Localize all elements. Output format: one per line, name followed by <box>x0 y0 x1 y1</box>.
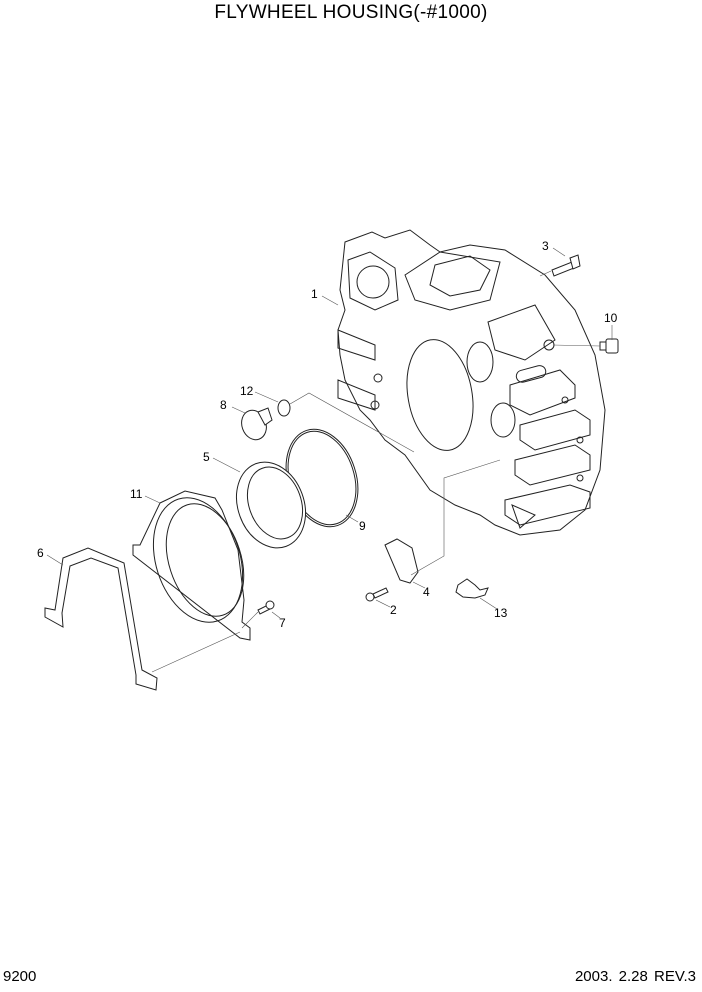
part-8-plug[interactable] <box>238 407 273 443</box>
callout-10: 10 <box>604 311 618 325</box>
callout-11: 11 <box>130 487 143 501</box>
part-1-flywheel-housing[interactable] <box>337 229 606 536</box>
callout-12: 12 <box>240 384 254 398</box>
part-7-bolt[interactable] <box>257 600 275 615</box>
callout-4: 4 <box>423 585 430 599</box>
callout-1: 1 <box>311 287 318 301</box>
callout-7: 7 <box>279 616 286 630</box>
part-10-plug[interactable] <box>599 338 619 354</box>
part-11-seal-housing[interactable] <box>132 486 258 641</box>
callout-9: 9 <box>359 519 366 533</box>
callout-2: 2 <box>390 603 397 617</box>
callout-13: 13 <box>494 606 508 620</box>
part-6-gasket[interactable] <box>44 547 158 691</box>
leader-lines <box>46 247 613 673</box>
diagram-title: FLYWHEEL HOUSING(-#1000) <box>214 2 488 23</box>
callout-3: 3 <box>542 239 549 253</box>
part-3-bolt[interactable] <box>551 254 581 277</box>
revision-date: 2003. 2.28 REV.3 <box>574 968 696 985</box>
part-5-oil-seal[interactable] <box>225 452 317 557</box>
callout-8: 8 <box>220 398 227 412</box>
callout-5: 5 <box>203 450 210 464</box>
part-13-clip[interactable] <box>455 578 489 599</box>
callouts: 1 2 3 4 5 6 7 8 9 10 11 12 13 <box>37 239 618 630</box>
part-4-cover-plate[interactable] <box>384 538 419 584</box>
page-number: 9200 <box>3 968 37 985</box>
part-12-o-ring[interactable] <box>277 399 291 417</box>
part-2-bolt[interactable] <box>365 587 389 602</box>
callout-6: 6 <box>37 546 44 560</box>
